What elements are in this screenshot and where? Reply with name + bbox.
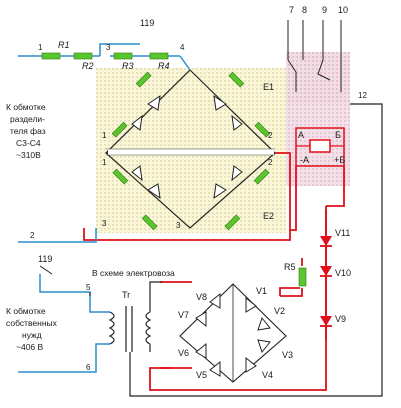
label-r1: R1 [58,40,70,50]
label-v3: V3 [282,350,293,360]
terminal-9: 9 [322,5,327,15]
terminal-left-1a: 1 [102,131,107,140]
note-left-bottom-2: собственных [6,318,58,328]
terminal-3: 3 [106,43,111,52]
terminal-right-2a: 2 [268,131,273,140]
note-left-top-1: К обмотке [6,102,46,112]
label-v1: V1 [256,286,267,296]
switch-119-bottom [39,265,91,296]
note-left-top-4: С3-С4 [16,138,41,148]
r5-resistor [298,267,307,287]
label-b: Б [335,130,341,140]
label-r5: R5 [284,262,296,272]
label-v6: V6 [178,348,189,358]
wire-12 [129,103,383,397]
label-a: A [298,130,304,140]
bridge-panel [96,68,286,233]
note-left-top-2: раздели- [10,114,45,124]
input-resistors [41,52,169,60]
note-left-bottom-1: К обмотке [6,306,46,316]
terminal-8: 8 [302,5,307,15]
terminal-5: 5 [86,283,91,292]
note-left-bottom-4: ~406 В [16,342,44,352]
terminal-bottom-3b: 3 [176,221,181,230]
lower-bridge [179,283,287,383]
label-r2: R2 [82,61,94,71]
terminal-7: 7 [289,5,294,15]
bridge-resistors [111,71,271,231]
label-v10: V10 [335,268,351,278]
note-left-top-5: ~310В [16,150,41,160]
terminal-1: 1 [38,43,43,52]
transformer [108,281,162,352]
label-e2: E2 [263,211,274,221]
terminal-6: 6 [86,363,91,372]
label-v5: V5 [196,370,207,380]
label-119-top: 119 [140,18,154,28]
note-mid: В схеме электровоза [92,268,175,278]
terminal-2: 2 [30,231,35,240]
note-left-top-3: теля фаз [10,126,46,136]
label-v8: V8 [196,292,207,302]
label-minus-a: -A [300,155,309,165]
note-left-bottom-3: нужд [22,330,42,340]
bridge-diodes [131,94,243,200]
label-plus-b: +Б [334,155,345,165]
label-119-bottom: 119 [38,254,52,264]
terminal-12: 12 [358,91,367,100]
label-r4: R4 [158,61,170,71]
terminal-left-1b: 1 [102,158,107,167]
label-v9: V9 [335,314,346,324]
terminal-bottom-3: 3 [102,219,107,228]
label-v11: V11 [335,228,350,238]
terminal-4: 4 [180,43,185,52]
label-v2: V2 [274,306,285,316]
zener-stack [320,228,332,340]
label-tr: Tr [122,290,130,300]
label-e1: E1 [263,82,274,92]
terminal-right-2b: 2 [268,158,273,167]
label-r3: R3 [122,61,134,71]
terminal-10: 10 [338,5,348,15]
label-v7: V7 [178,310,189,320]
label-v4: V4 [262,370,273,380]
